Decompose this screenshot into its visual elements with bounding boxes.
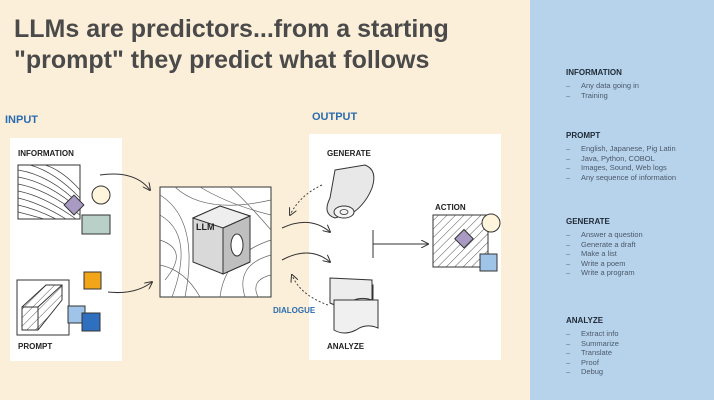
dialogue-label: DIALOGUE <box>273 306 316 315</box>
list-item: Proof <box>566 358 619 368</box>
section-heading: GENERATE <box>566 217 610 226</box>
dialogue-dashed-arrow <box>292 275 329 306</box>
list-item: Any data going in <box>566 81 639 91</box>
generate-dashed-arrow <box>290 184 323 215</box>
list-item: Write a poem <box>566 259 643 269</box>
llm-flow-diagram <box>16 164 501 336</box>
teal-rectangle-shape <box>81 214 111 235</box>
llm-label: LLM <box>196 222 215 232</box>
prompt-label: PROMPT <box>18 342 53 351</box>
list-item: Any sequence of information <box>566 173 676 183</box>
generate-label: GENERATE <box>327 149 371 158</box>
list-item: Extract info <box>566 329 619 339</box>
sidebar-section-analyze: ANALYZE Extract info Summarize Translate… <box>566 316 619 377</box>
sidebar-section-generate: GENERATE Answer a question Generate a dr… <box>566 217 643 278</box>
section-heading: PROMPT <box>566 131 601 140</box>
action-blue-square-shape <box>479 253 498 272</box>
output-arrow-lower <box>281 252 330 262</box>
llm-box <box>159 186 272 298</box>
circle-shape <box>91 185 111 205</box>
list-item: Translate <box>566 348 619 358</box>
list-item: Write a program <box>566 268 643 278</box>
section-heading: INFORMATION <box>566 68 622 77</box>
list-item: Java, Python, COBOL <box>566 154 676 164</box>
information-label: INFORMATION <box>18 149 74 158</box>
analyze-label: ANALYZE <box>327 342 365 351</box>
output-arrow-upper <box>281 221 330 232</box>
list-item: Generate a draft <box>566 240 643 250</box>
sidebar-section-prompt: PROMPT English, Japanese, Pig Latin Java… <box>566 131 676 182</box>
sidebar-section-information: INFORMATION Any data going in Training <box>566 68 639 100</box>
action-label: ACTION <box>435 203 466 212</box>
list-item: Debug <box>566 367 619 377</box>
title-line-1: LLMs are predictors...from a starting <box>14 15 449 43</box>
prompt-arrow <box>107 282 152 293</box>
diamond-shape <box>63 194 85 216</box>
slide-title: LLMs are predictors...from a starting "p… <box>14 14 514 76</box>
title-line-2: "prompt" they predict what follows <box>14 46 430 74</box>
input-heading: INPUT <box>5 114 38 126</box>
blue-square-shape <box>81 312 101 332</box>
generate-scroll-icon <box>326 164 375 219</box>
output-heading: OUTPUT <box>312 111 358 123</box>
list-item: Images, Sound, Web logs <box>566 163 676 173</box>
prompt-illustration <box>16 279 70 336</box>
sidebar-panel: INFORMATION Any data going in Training P… <box>530 0 714 400</box>
list-item: Summarize <box>566 339 619 349</box>
action-circle-shape <box>481 213 501 233</box>
action-connector <box>372 230 428 258</box>
orange-square-shape <box>83 271 102 290</box>
information-arrow <box>99 173 150 190</box>
list-item: Make a list <box>566 249 643 259</box>
analyze-pages-icon <box>329 277 379 334</box>
list-item: Answer a question <box>566 230 643 240</box>
section-heading: ANALYZE <box>566 316 604 325</box>
list-item: English, Japanese, Pig Latin <box>566 144 676 154</box>
list-item: Training <box>566 91 639 101</box>
action-diamond-shape <box>454 228 474 249</box>
